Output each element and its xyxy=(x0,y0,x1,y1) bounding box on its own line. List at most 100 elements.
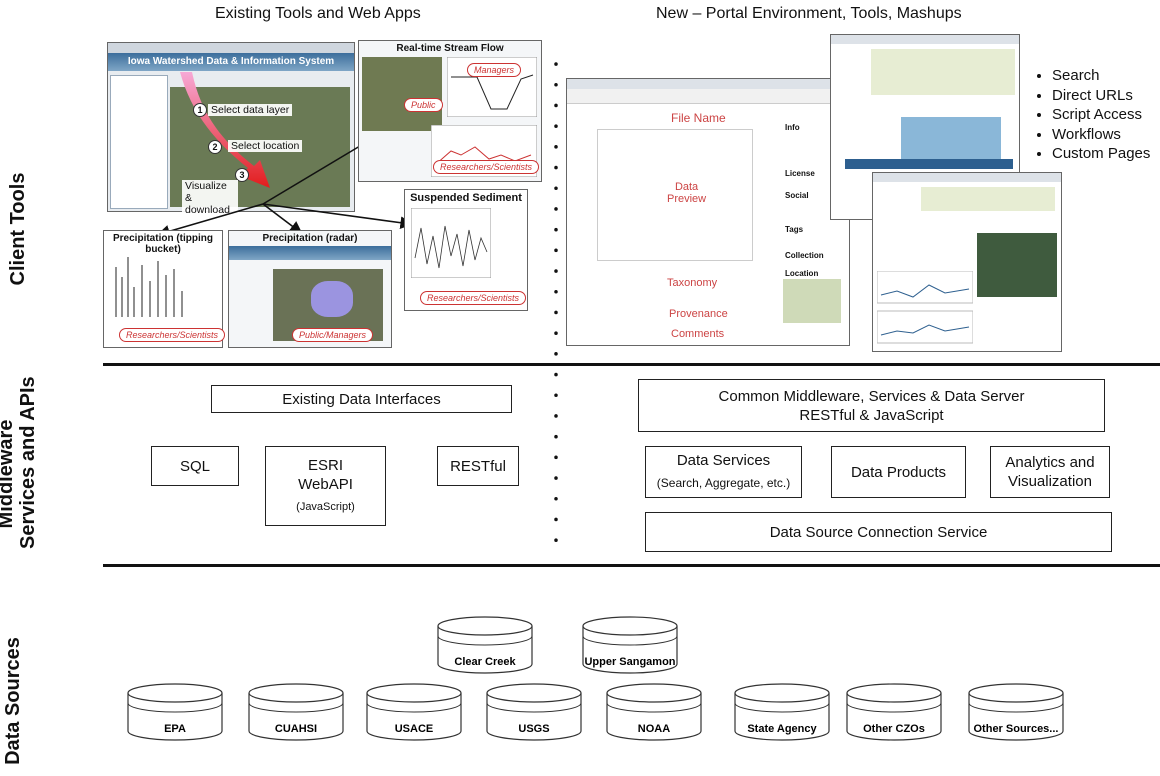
esri-line1: ESRI xyxy=(307,456,343,474)
existing-data-interfaces-label: Existing Data Interfaces xyxy=(282,390,441,408)
db-state-agency-label: State Agency xyxy=(747,723,817,735)
iowa-sidebar xyxy=(110,75,168,209)
feature-custom-pages: Custom Pages xyxy=(1052,144,1150,164)
tag-managers: Managers xyxy=(467,63,522,77)
portal-comments: Comments xyxy=(671,328,725,340)
portal-side-section-info: Info xyxy=(785,123,800,132)
portal-browser-bar xyxy=(567,79,849,89)
layer-label-client-tools: Client Tools xyxy=(7,172,29,286)
stream-flow-title: Real-time Stream Flow xyxy=(396,43,504,54)
data-services-label: Data Services xyxy=(676,452,771,469)
portal-data-preview-line2: Preview xyxy=(667,193,707,205)
tag-researchers-streamflow: Researchers/Scientists xyxy=(433,160,540,174)
viz-charts xyxy=(877,271,973,344)
data-products-label: Data Products xyxy=(850,463,947,481)
tag-researchers-precip: Researchers/Scientists xyxy=(119,328,226,342)
db-clear-creek: Clear Creek xyxy=(437,616,533,674)
czo-map-banner xyxy=(871,49,1015,95)
portal-nav-bar xyxy=(567,89,849,104)
db-upper-sangamon-label: Upper Sangamon xyxy=(584,656,675,668)
step-2-label: Select location xyxy=(228,140,303,152)
portal-location-map xyxy=(783,279,841,323)
db-clear-creek-label: Clear Creek xyxy=(454,656,516,668)
db-cuahsi: CUAHSI xyxy=(248,683,344,741)
connection-label: Data Source Connection Service xyxy=(769,523,988,541)
db-other-sources: Other Sources... xyxy=(968,683,1064,741)
common-line2: RESTful & JavaScript xyxy=(799,406,944,424)
db-other-czos-label: Other CZOs xyxy=(863,723,925,735)
precip-bucket-chart xyxy=(115,257,183,317)
portal-preview-pane xyxy=(597,129,753,261)
sediment-title: Suspended Sediment xyxy=(410,192,522,204)
box-esri-webapi: ESRI WebAPI (JavaScript) xyxy=(265,446,386,526)
precip-radar-banner xyxy=(229,246,391,260)
feature-search: Search xyxy=(1052,66,1150,86)
box-data-products: Data Products xyxy=(831,446,966,498)
portal-side-section-social: Social xyxy=(785,191,809,200)
esri-line2: WebAPI xyxy=(298,475,353,493)
box-common-middleware: Common Middleware, Services & Data Serve… xyxy=(638,379,1105,432)
feature-script-access: Script Access xyxy=(1052,105,1150,125)
feature-workflows: Workflows xyxy=(1052,125,1150,145)
pointer-arrows xyxy=(156,138,414,238)
box-sql: SQL xyxy=(151,446,239,486)
db-other-sources-label: Other Sources... xyxy=(974,723,1059,735)
layer-label-middleware-line2: Services and APIs xyxy=(17,376,39,549)
data-services-sub: (Search, Aggregate, etc.) xyxy=(656,476,791,490)
precip-radar-title: Precipitation (radar) xyxy=(262,233,358,244)
box-analytics-visualization: Analytics and Visualization xyxy=(990,446,1110,498)
layer-divider-top xyxy=(103,363,1160,366)
czo-browser-bar xyxy=(831,35,1019,44)
db-noaa-label: NOAA xyxy=(638,723,670,735)
czo-hero-image xyxy=(901,117,1001,161)
czo-button-row xyxy=(845,159,1013,169)
db-epa-label: EPA xyxy=(164,723,186,735)
db-epa: EPA xyxy=(127,683,223,741)
portal-data-preview-line1: Data xyxy=(674,181,699,193)
common-line1: Common Middleware, Services & Data Serve… xyxy=(718,387,1025,405)
box-data-source-connection: Data Source Connection Service xyxy=(645,512,1112,552)
dotted-separator xyxy=(554,62,558,558)
sediment-chart xyxy=(411,208,491,278)
portal-side-section-tags: Tags xyxy=(785,225,804,234)
portal-side-section-location: Location xyxy=(785,269,819,278)
portal-side-section-license: License xyxy=(785,169,815,178)
restful-label: RESTful xyxy=(450,457,506,475)
tag-public-managers: Public/Managers xyxy=(292,328,374,342)
precip-radar-overlay xyxy=(311,281,353,317)
portal-side-section-collection: Collection xyxy=(785,251,824,260)
layer-divider-bottom xyxy=(103,564,1160,567)
workflow-arrow xyxy=(180,72,270,188)
heading-new-portal: New – Portal Environment, Tools, Mashups xyxy=(656,5,962,22)
box-existing-data-interfaces: Existing Data Interfaces xyxy=(211,385,512,413)
portal-taxonomy: Taxonomy xyxy=(667,277,718,289)
analytics-line2: Visualization xyxy=(1008,473,1092,490)
screenshot-portal-visualization xyxy=(872,172,1062,352)
db-usgs-label: USGS xyxy=(518,723,549,735)
iowa-banner: Iowa Watershed Data & Information System xyxy=(108,53,354,71)
browser-bar xyxy=(108,43,354,53)
layer-label-middleware: Middleware Services and APIs xyxy=(0,376,39,549)
db-state-agency: State Agency xyxy=(734,683,830,741)
viz-browser-bar xyxy=(873,173,1061,182)
tag-researchers-sediment: Researchers/Scientists xyxy=(420,291,527,305)
analytics-line1: Analytics and xyxy=(1005,454,1095,471)
esri-sub: (JavaScript) xyxy=(296,500,355,513)
step-1-badge: 1 xyxy=(193,103,207,117)
screenshot-suspended-sediment: Suspended Sediment xyxy=(404,189,528,311)
db-cuahsi-label: CUAHSI xyxy=(275,723,317,735)
portal-provenance: Provenance xyxy=(669,308,728,320)
step-3-label: Visualize & download xyxy=(182,180,238,216)
layer-label-middleware-line1: Middleware xyxy=(0,419,17,529)
stream-flow-map xyxy=(362,57,442,131)
db-usace: USACE xyxy=(366,683,462,741)
step-3-badge: 3 xyxy=(235,168,249,182)
db-upper-sangamon: Upper Sangamon xyxy=(582,616,678,674)
db-other-czos: Other CZOs xyxy=(846,683,942,741)
tag-public: Public xyxy=(404,98,443,112)
screenshot-portal-file-page: File Name Data Preview Taxonomy Provenan… xyxy=(566,78,850,346)
db-usgs: USGS xyxy=(486,683,582,741)
step-2-badge: 2 xyxy=(208,140,222,154)
step-1-label: Select data layer xyxy=(208,104,293,116)
